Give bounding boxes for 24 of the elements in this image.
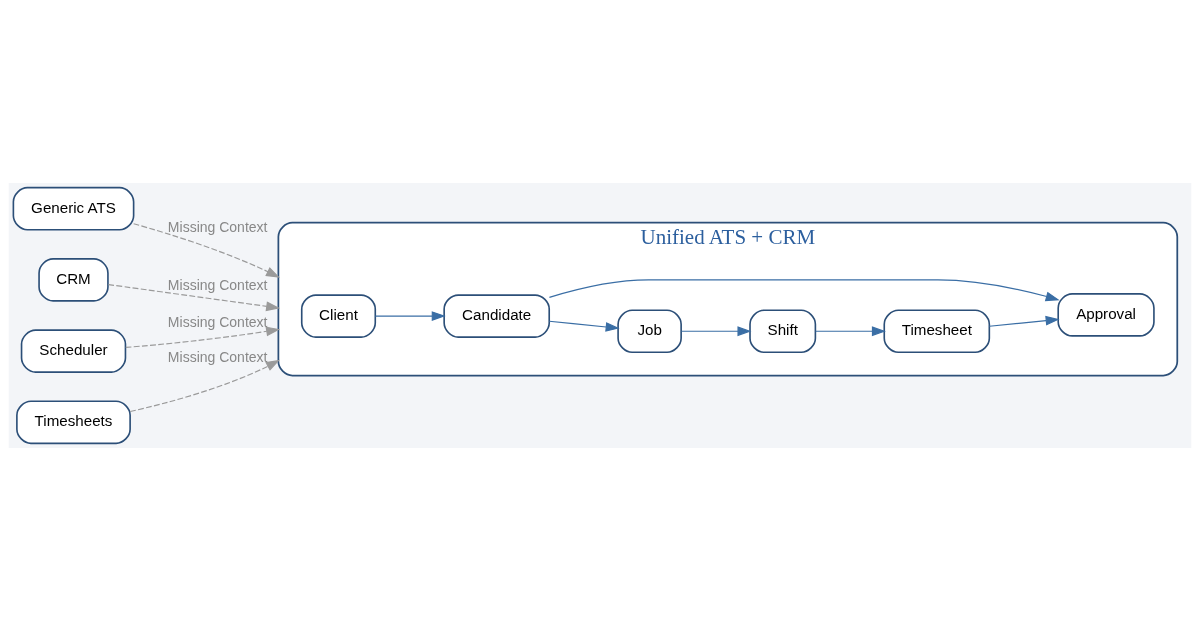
arrow xyxy=(548,278,1060,301)
node-box: Timesheets xyxy=(16,400,131,444)
node-box: Scheduler xyxy=(20,328,127,373)
edge-label: Missing Context xyxy=(167,348,268,365)
arrow xyxy=(107,283,281,311)
node-box: Shift xyxy=(749,308,817,353)
node-box: Approval xyxy=(1057,292,1155,337)
arrow xyxy=(988,315,1060,327)
node-box: CRM xyxy=(38,257,109,302)
arrow xyxy=(125,326,281,348)
arrow xyxy=(680,325,752,336)
node-box: Client xyxy=(300,293,377,338)
arrow xyxy=(129,359,280,412)
arrow xyxy=(133,222,280,278)
arrow xyxy=(815,325,886,336)
node-box: Candidate xyxy=(443,293,551,338)
node-box: Generic ATS xyxy=(12,186,135,230)
edge-label: Missing Context xyxy=(167,313,268,330)
arrow xyxy=(374,310,446,321)
node-box: Timesheet xyxy=(883,308,991,353)
arrow xyxy=(548,320,620,332)
node-box: Job xyxy=(617,308,682,353)
edge-label: Missing Context xyxy=(167,276,268,293)
edge-label: Missing Context xyxy=(167,218,268,235)
